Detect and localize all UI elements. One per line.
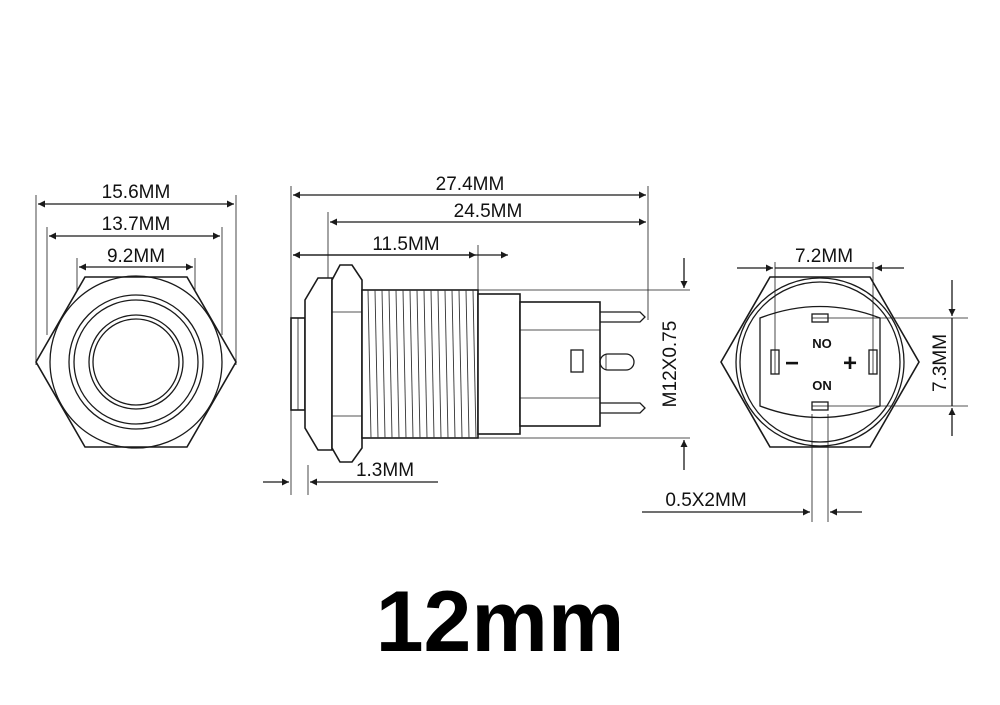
rear-outer-ring-inner <box>739 281 901 443</box>
button-face-ring <box>88 314 184 410</box>
thread-line <box>402 289 407 439</box>
thread-line <box>367 289 372 439</box>
bezel-outer-ring <box>49 275 223 449</box>
switch-base <box>519 301 601 427</box>
terminal-pin-middle <box>599 353 635 371</box>
thread-line <box>444 289 449 439</box>
dim-label-thread-length: 11.5MM <box>372 234 439 255</box>
terminal-pin-top <box>600 311 646 323</box>
dim-label-body-length: 24.5MM <box>454 201 523 222</box>
hex-nut-outline <box>35 276 237 448</box>
label-plus: + <box>843 350 857 377</box>
front-view: 15.6MM 13.7MM 9.2MM <box>35 182 237 449</box>
thread-line <box>458 289 463 439</box>
terminal-pin-bottom <box>600 402 646 414</box>
thread-line <box>395 289 400 439</box>
rear-housing <box>477 293 521 435</box>
bezel-middle-ring-inner <box>73 299 199 425</box>
dim-label-thread-spec: M12X0.75 <box>660 321 681 408</box>
rear-hex-nut <box>720 276 920 448</box>
dim-label-outer: 15.6MM <box>102 182 171 203</box>
dim-label-inner: 9.2MM <box>107 246 165 267</box>
threaded-body <box>361 289 479 439</box>
thread-line <box>423 289 428 439</box>
hex-nut-side <box>331 264 363 463</box>
rear-view: NO ON − + 7.2MM 7.3MM 0.5X2MM <box>642 246 968 522</box>
dim-label-total-length: 27.4MM <box>436 174 505 195</box>
dim-label-head-thickness: 1.3MM <box>356 460 414 481</box>
thread-lines <box>367 289 477 439</box>
thread-line <box>430 289 435 439</box>
dim-label-pin-size: 0.5X2MM <box>665 490 746 511</box>
dim-label-pin-spacing-h: 7.2MM <box>795 246 853 267</box>
thread-line <box>409 289 414 439</box>
label-no: NO <box>812 336 832 351</box>
label-on: ON <box>812 378 832 393</box>
rear-outer-ring <box>735 277 905 447</box>
button-face <box>92 318 180 406</box>
thread-line <box>388 289 393 439</box>
bezel-flange <box>304 277 333 451</box>
dim-label-middle: 13.7MM <box>102 214 171 235</box>
label-minus: − <box>785 350 799 377</box>
thread-line <box>451 289 456 439</box>
thread-line <box>381 289 386 439</box>
size-title: 12mm <box>375 574 625 670</box>
thread-line <box>465 289 470 439</box>
bezel-middle-ring <box>68 294 204 430</box>
switch-window <box>570 349 584 373</box>
side-view: 27.4MM 24.5MM 11.5MM 1.3MM <box>263 174 690 495</box>
thread-line <box>416 289 421 439</box>
dim-label-pin-spacing-v: 7.3MM <box>930 334 951 392</box>
thread-line <box>472 289 477 439</box>
thread-line <box>437 289 442 439</box>
thread-line <box>374 289 379 439</box>
